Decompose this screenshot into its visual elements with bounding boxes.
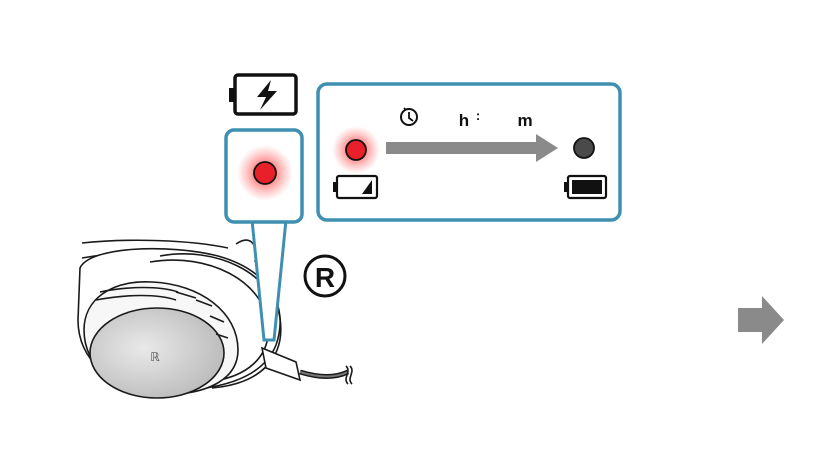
right-arrow-icon[interactable] [738, 296, 784, 344]
led-on-indicator [332, 126, 380, 174]
hours-unit-label: h [459, 111, 469, 130]
right-side-label: R [315, 262, 335, 293]
charging-status-panel: h : m [318, 84, 620, 220]
led-off-indicator [574, 138, 594, 158]
battery-charging-icon [229, 75, 296, 114]
svg-text:ℝ: ℝ [150, 350, 160, 364]
minutes-unit-label: m [517, 111, 532, 130]
headphone-illustration [78, 240, 281, 398]
usb-cable [262, 348, 352, 384]
time-separator-label: : [476, 108, 480, 123]
battery-low-icon [333, 176, 377, 198]
brand-logo-icon: ℝ [150, 350, 160, 364]
right-side-marker: R [305, 256, 345, 296]
battery-full-icon [564, 176, 606, 198]
clock-icon [401, 108, 417, 125]
